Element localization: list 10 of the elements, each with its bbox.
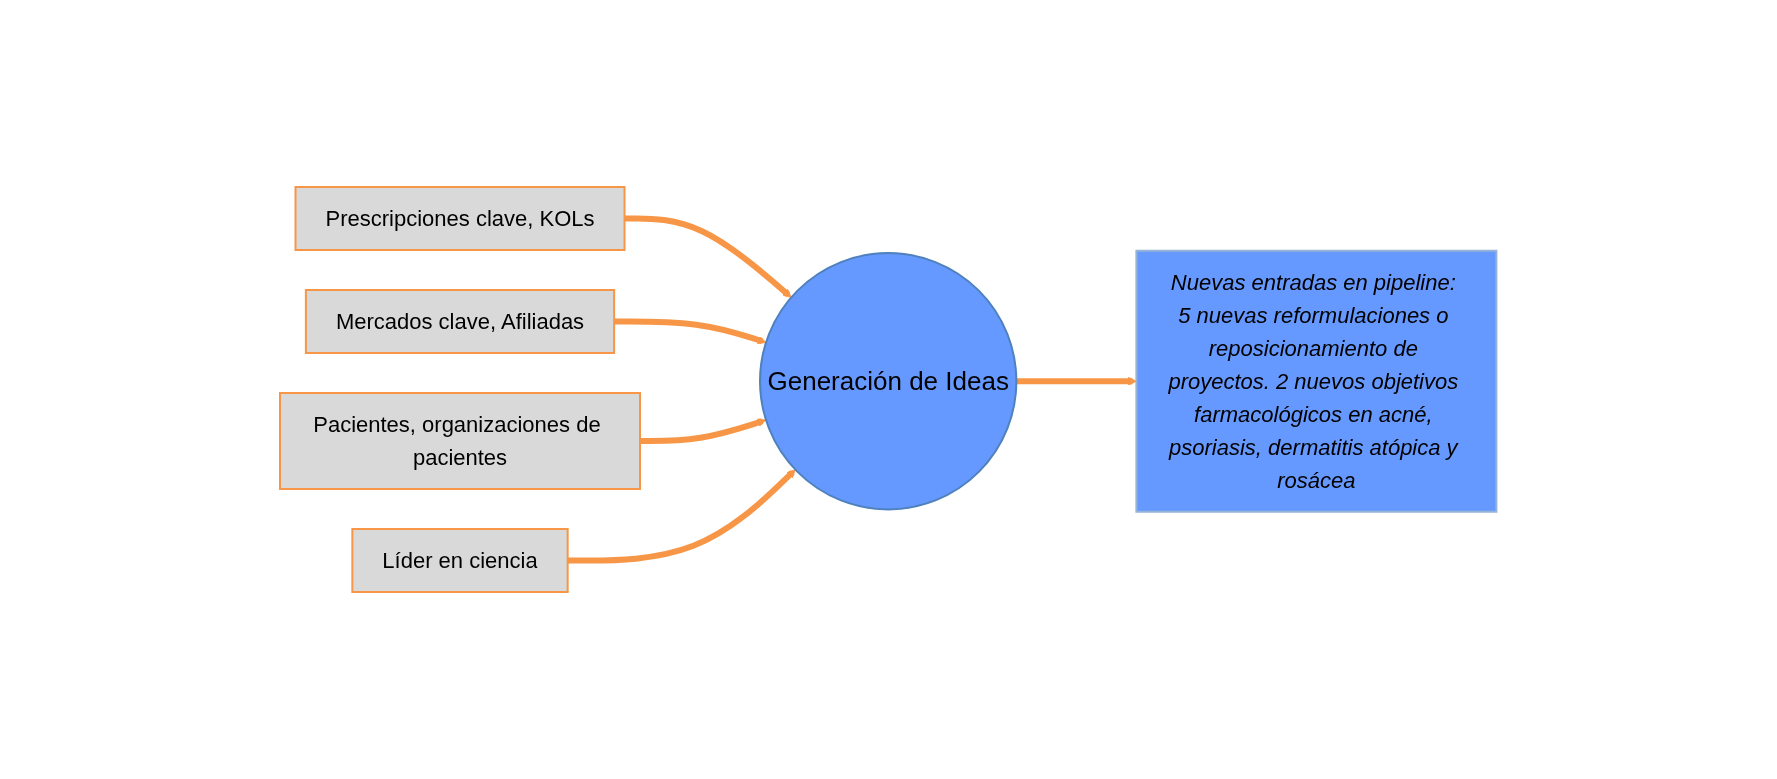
node-box: Pacientes, organizaciones de pacientes bbox=[279, 392, 642, 490]
arrow bbox=[614, 318, 767, 345]
arrow bbox=[624, 215, 792, 298]
node-box: Nuevas entradas en pipeline: 5 nuevas reformulaciones o reposicionamiento de proyectos. 2 nuevos objetivos farmacológicos en acné, psoriasis, dermatitis atópica y rosácea bbox=[1135, 249, 1498, 513]
arrow bbox=[640, 418, 767, 444]
node-box: Mercados clave, Afiliadas bbox=[305, 289, 616, 354]
arrow bbox=[567, 469, 797, 564]
node-circle: Generación de Ideas bbox=[759, 252, 1018, 511]
node-box: Líder en ciencia bbox=[351, 528, 569, 593]
node-box: Prescripciones clave, KOLs bbox=[294, 186, 626, 251]
